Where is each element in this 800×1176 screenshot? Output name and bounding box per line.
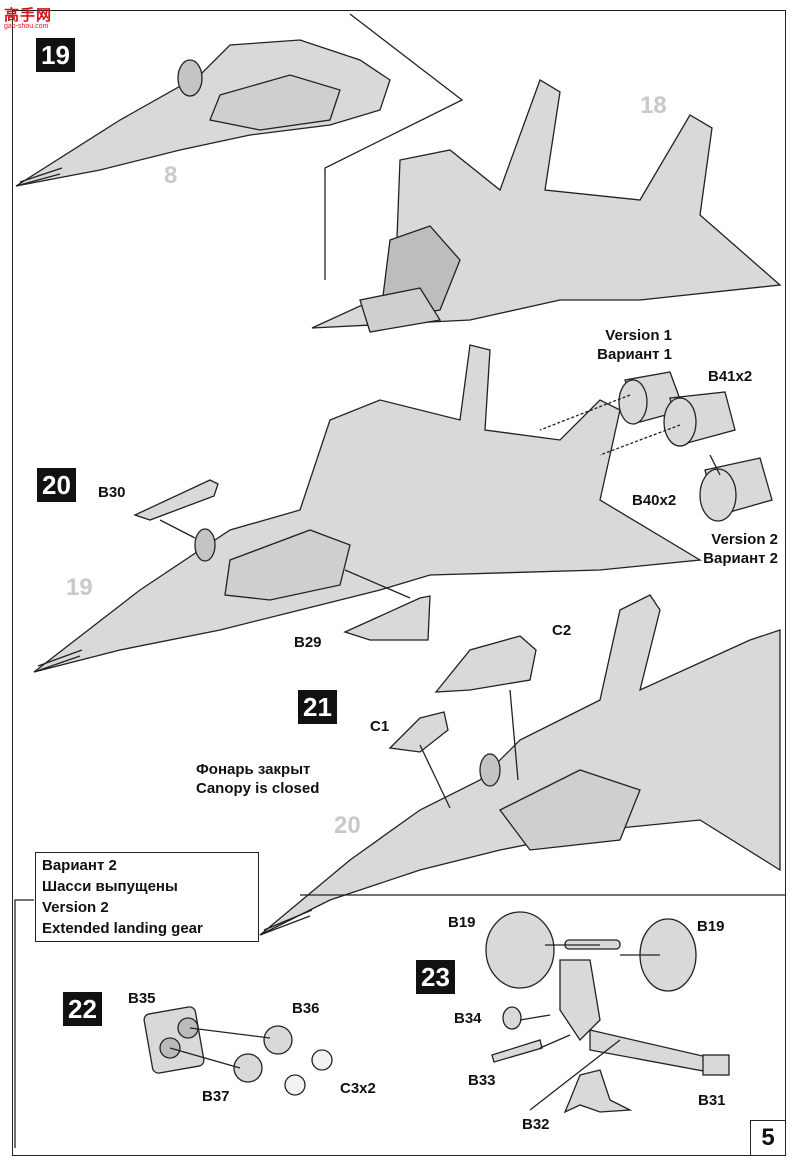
ref-step-20: 20 [334, 812, 361, 839]
watermark: 高手网 gao-shou.com [4, 4, 52, 30]
nozzle-b40-top [663, 391, 736, 447]
page-number: 5 [750, 1120, 786, 1156]
label-b37: B37 [202, 1088, 230, 1105]
ref-step-8: 8 [164, 162, 178, 189]
gear-note-line3: Version 2 [42, 899, 109, 916]
label-b19-left: B19 [448, 914, 476, 931]
label-c1: C1 [370, 718, 390, 735]
label-b31: B31 [698, 1092, 726, 1109]
step-19-badge: 19 [36, 38, 75, 72]
step20-airframe [33, 344, 703, 673]
step-23-badge: 23 [416, 960, 455, 994]
step-21-badge: 21 [298, 690, 337, 724]
step22-parts [143, 1006, 333, 1096]
version-1-en: Version 1 [605, 327, 672, 344]
step21-airframe [259, 594, 781, 936]
ref-step-18: 18 [640, 92, 667, 119]
version-2-en: Version 2 [711, 531, 778, 548]
step-22-badge: 22 [63, 992, 102, 1026]
step19-cutaway-frame [324, 13, 464, 280]
step19-nose-section [15, 39, 391, 187]
version-2-ru: Вариант 2 [703, 550, 778, 567]
label-b19-right: B19 [697, 918, 725, 935]
label-b35: B35 [128, 990, 156, 1007]
step-20-badge: 20 [37, 468, 76, 502]
nozzle-b40-bottom [699, 457, 773, 522]
part-b30-shape [133, 479, 219, 521]
gear-note-line1: Вариант 2 [42, 857, 117, 874]
canopy-note-ru: Фонарь закрыт [196, 761, 311, 778]
canopy-note: Фонарь закрыт Canopy is closed [196, 760, 366, 798]
gear-note-line4: Extended landing gear [42, 920, 203, 937]
canopy-note-en: Canopy is closed [196, 780, 320, 797]
label-b34: B34 [454, 1010, 482, 1027]
version-1-note: Version 1 Вариант 1 [560, 326, 672, 364]
part-b29-shape [343, 595, 431, 641]
watermark-url: gao-shou.com [4, 23, 49, 30]
label-b30: B30 [98, 484, 126, 501]
watermark-logo: 高手网 [4, 7, 53, 24]
label-b40: B40x2 [632, 492, 677, 509]
assembly-arrows [159, 394, 721, 1111]
label-b29: B29 [294, 634, 322, 651]
label-b32: B32 [522, 1116, 550, 1133]
canopy-c2-shape [434, 635, 537, 693]
ref-step-19: 19 [66, 574, 93, 601]
step23-parts [485, 911, 730, 1114]
landing-gear-note-box: Вариант 2 Шасси выпущены Version 2 Exten… [35, 852, 259, 942]
label-b33: B33 [468, 1072, 496, 1089]
canopy-c1-shape [388, 711, 449, 753]
version-2-note: Version 2 Вариант 2 [660, 530, 778, 568]
page-frame [12, 10, 786, 1156]
label-c3: C3x2 [340, 1080, 376, 1097]
step19-fuselage [311, 79, 782, 333]
label-b41: B41x2 [708, 368, 753, 385]
label-b36: B36 [292, 1000, 320, 1017]
label-c2: C2 [552, 622, 572, 639]
gear-note-line2: Шасси выпущены [42, 878, 178, 895]
steps-22-23-frame [14, 899, 34, 1148]
version-1-ru: Вариант 1 [597, 346, 672, 363]
